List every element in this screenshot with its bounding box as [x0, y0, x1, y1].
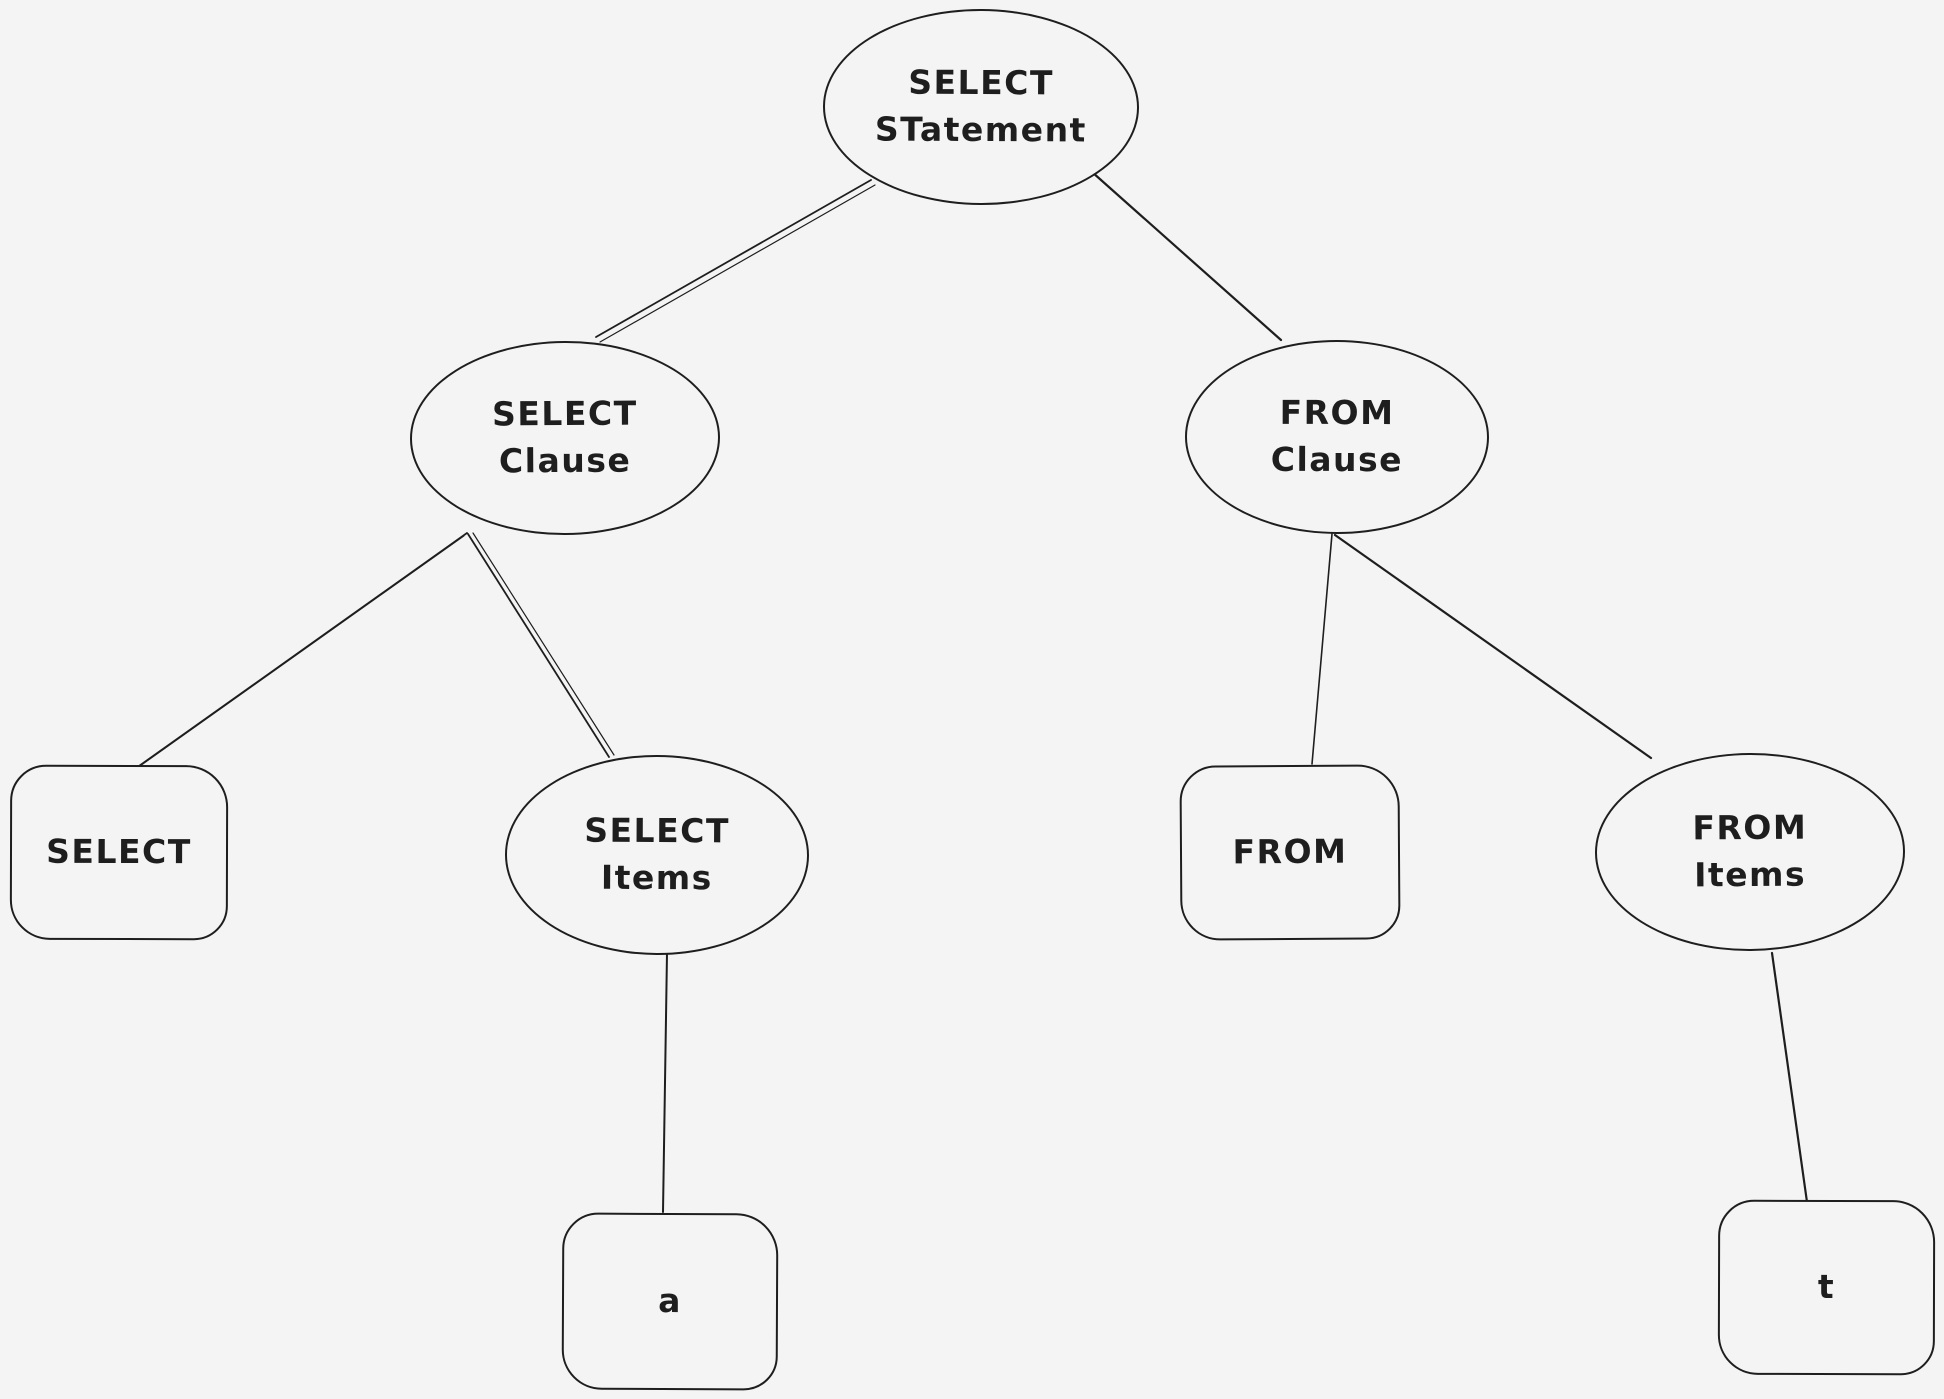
edge-selectitems-a — [662, 952, 668, 1213]
node-select-clause: SELECT Clause — [409, 340, 721, 536]
node-select-items-label: SELECT Items — [584, 810, 730, 898]
node-select-clause-label: SELECT Clause — [491, 393, 638, 481]
node-select-keyword: SELECT — [9, 764, 229, 941]
node-from-keyword-label: FROM — [1232, 831, 1348, 872]
edge-selectclause-selectitems-2 — [472, 532, 615, 756]
node-select-statement-label: SELECT STatement — [874, 62, 1087, 150]
node-select-statement: SELECT STatement — [822, 8, 1140, 206]
node-t-leaf: t — [1717, 1199, 1936, 1376]
node-from-items: FROM Items — [1594, 752, 1906, 952]
edge-selectstatement-fromclause — [1090, 170, 1283, 342]
edge-selectclause-selectitems — [467, 533, 610, 758]
node-from-clause-label: FROM Clause — [1270, 392, 1404, 480]
edge-fromclause-fromitems — [1333, 533, 1653, 760]
edge-selectclause-selectkeyword-2 — [135, 535, 465, 770]
edge-fromitems-t — [1770, 951, 1809, 1204]
node-from-items-label: FROM Items — [1692, 807, 1808, 895]
edge-selectstatement-selectclause-2 — [599, 184, 876, 343]
edge-selectstatement-selectclause — [595, 179, 872, 338]
edge-selectclause-selectkeyword — [138, 532, 468, 767]
node-a-leaf: a — [561, 1212, 779, 1391]
node-from-keyword: FROM — [1179, 764, 1401, 941]
node-t-leaf-label: t — [1817, 1267, 1836, 1307]
node-select-keyword-label: SELECT — [46, 831, 192, 872]
node-select-items: SELECT Items — [504, 754, 810, 956]
node-from-clause: FROM Clause — [1184, 339, 1490, 535]
node-a-leaf-label: a — [658, 1281, 682, 1321]
edge-fromclause-fromkeyword — [1311, 533, 1333, 765]
